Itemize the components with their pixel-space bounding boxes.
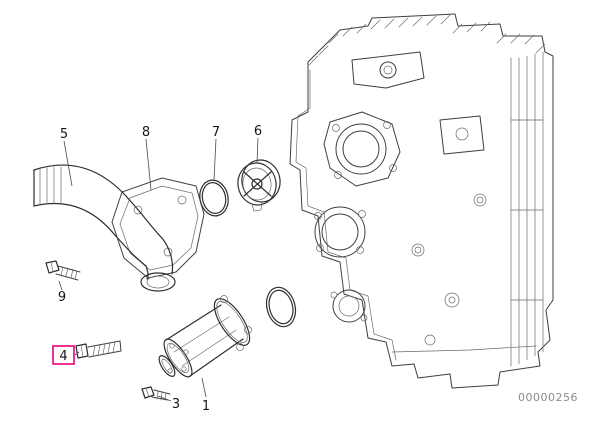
callout-9[interactable]: 9 [58, 290, 66, 305]
pump-mounting-flange [323, 111, 401, 187]
callouts: 5 8 7 6 9 4 3 1 [52, 124, 262, 414]
block-ribs [510, 51, 544, 367]
hatching [308, 14, 546, 66]
water-pump-drawing [158, 295, 252, 378]
bolt-3-drawing [141, 386, 171, 401]
callout-3[interactable]: 3 [172, 397, 180, 412]
leader-lines [58, 137, 259, 402]
thermostat-drawing [237, 159, 281, 212]
callout-6[interactable]: 6 [254, 124, 262, 139]
gasket-ring-drawing [199, 179, 229, 217]
callout-1[interactable]: 1 [202, 399, 210, 414]
engine-block-drawing [289, 13, 554, 389]
small-bore [330, 289, 368, 323]
coolant-pipe-drawing [33, 164, 176, 292]
callout-8[interactable]: 8 [142, 125, 150, 140]
callout-5[interactable]: 5 [60, 127, 68, 142]
drawing-number: 00000256 [518, 391, 578, 404]
bolt-4-drawing [75, 340, 122, 359]
bolt-9-drawing [45, 260, 81, 281]
lower-bore [314, 206, 366, 258]
o-ring-drawing [265, 286, 297, 328]
highlight-box [52, 345, 75, 365]
callout-4-highlighted[interactable]: 4 [52, 345, 75, 365]
callout-7[interactable]: 7 [212, 125, 220, 140]
connection-housing-drawing [111, 177, 205, 279]
callout-4[interactable]: 4 [59, 349, 67, 364]
